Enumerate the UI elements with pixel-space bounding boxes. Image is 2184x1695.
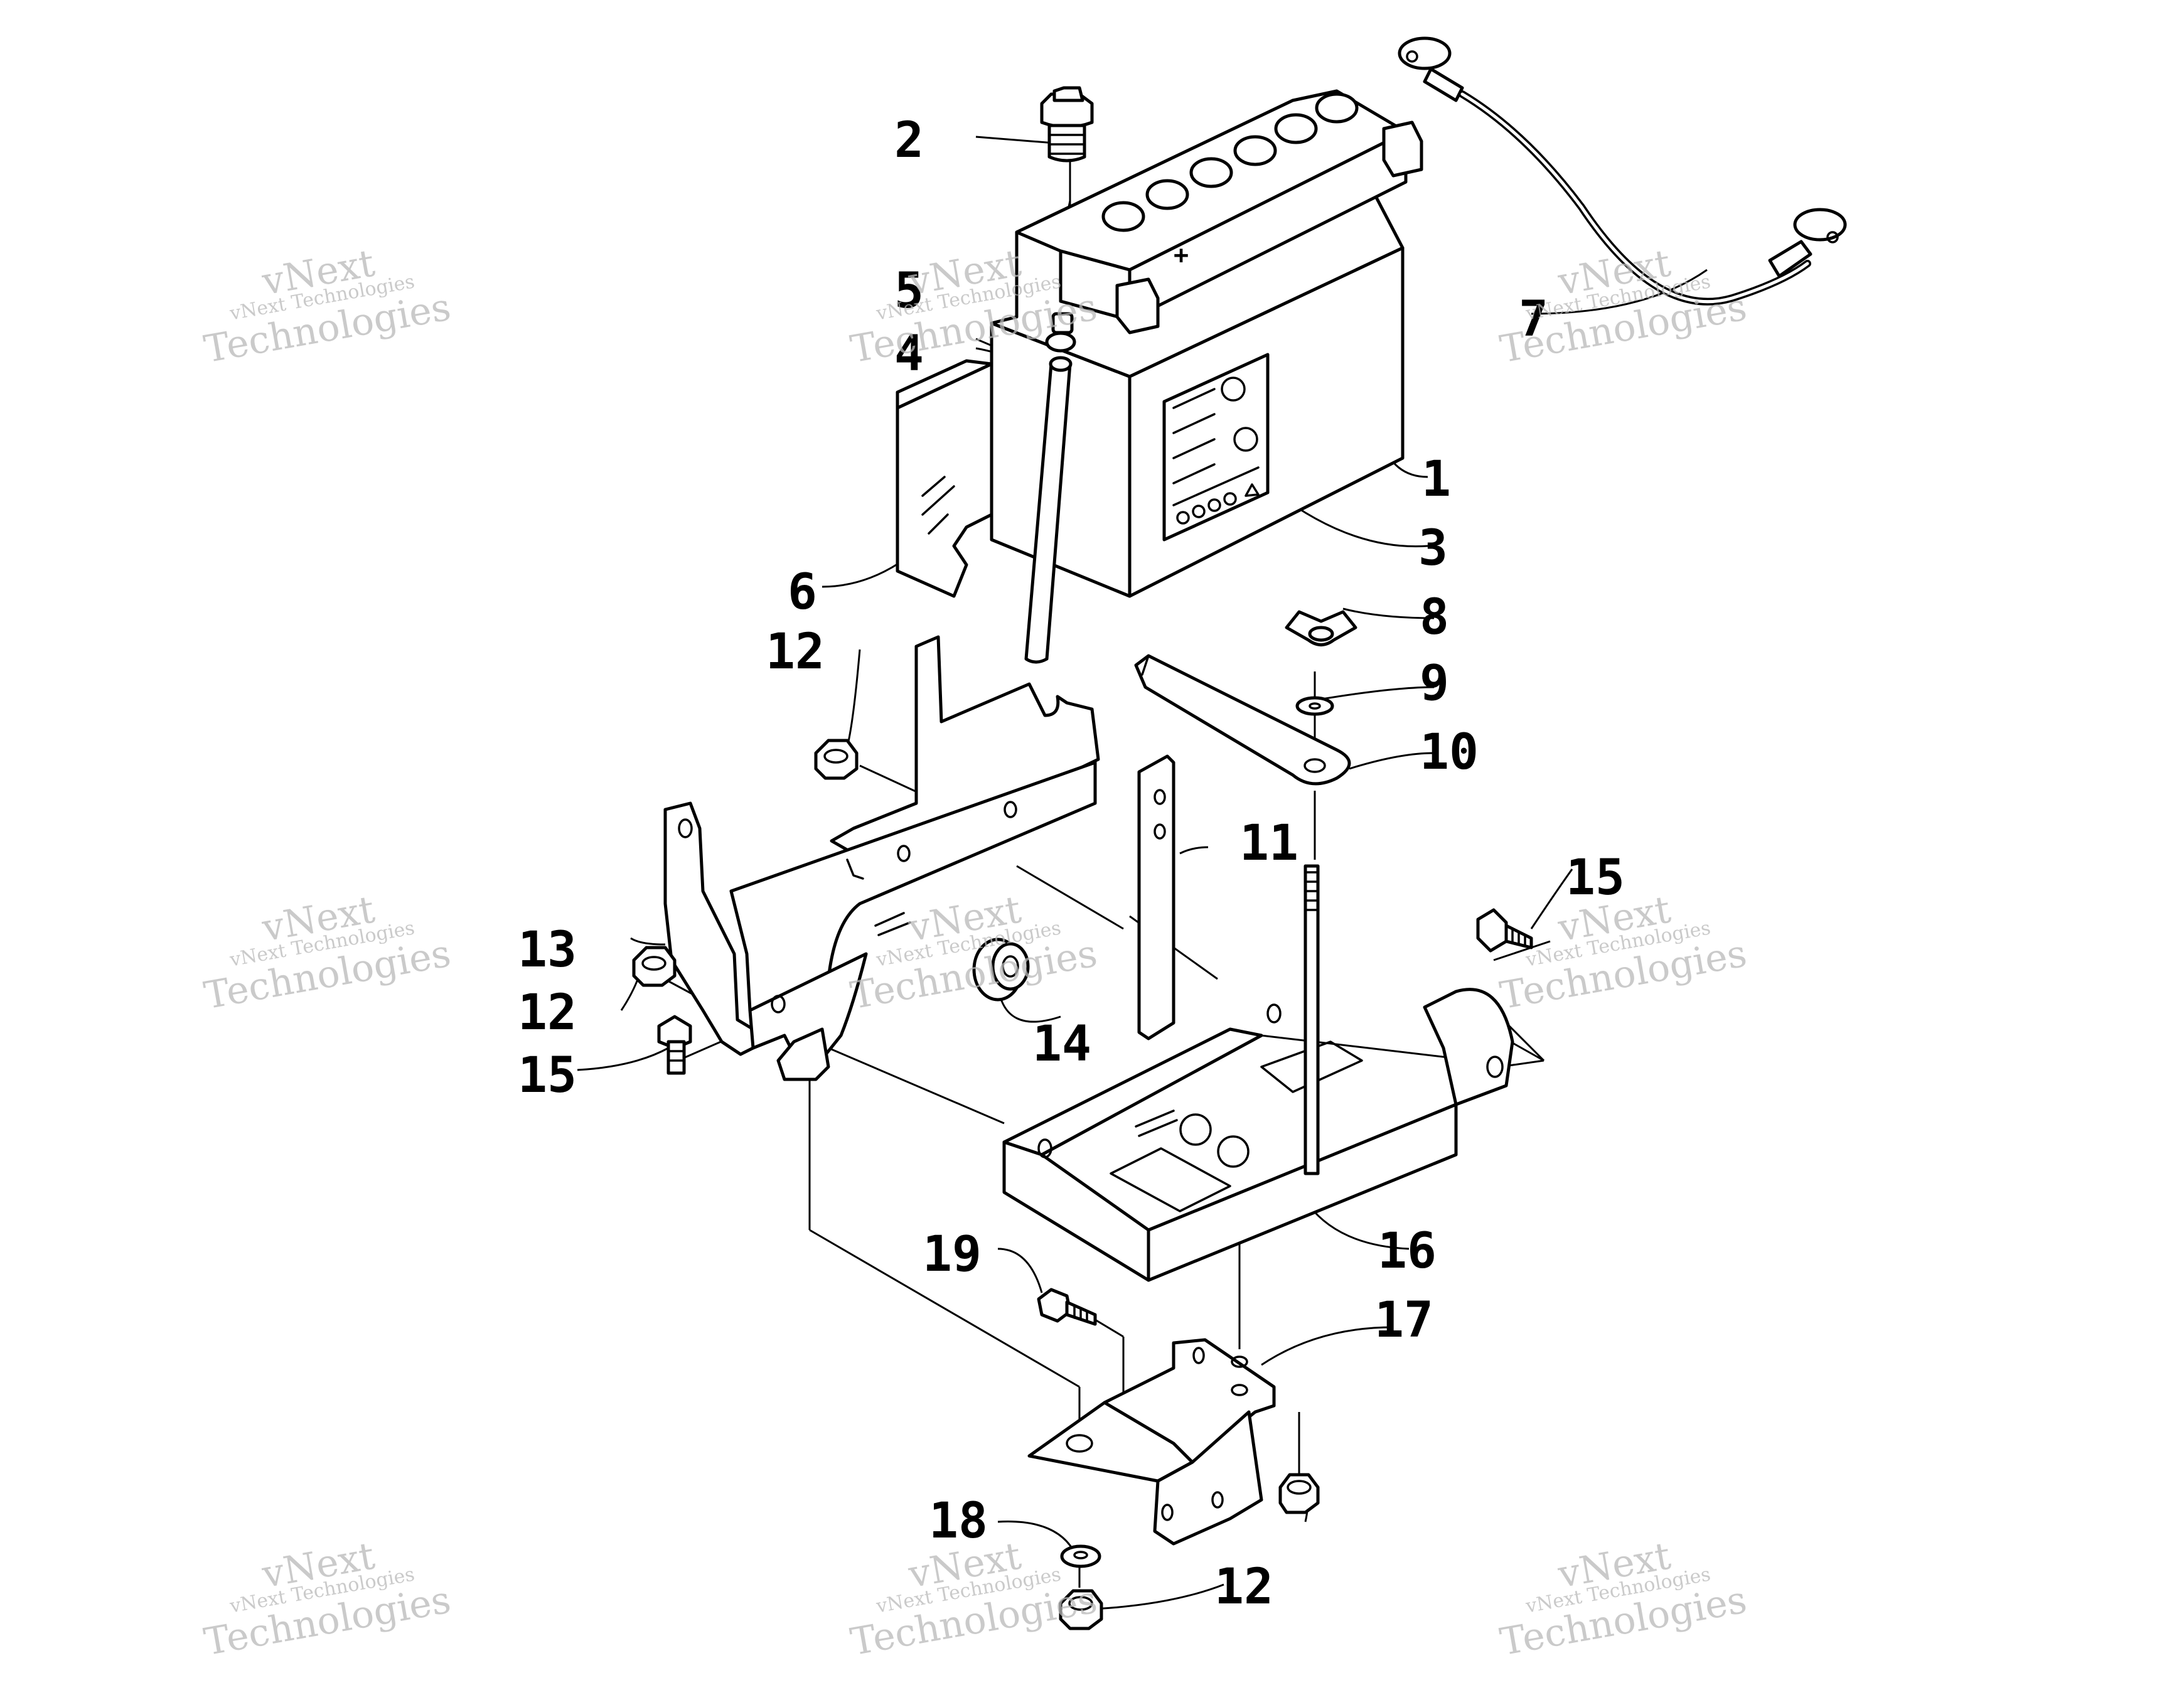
flat-washer-upper: [1295, 696, 1334, 716]
callout-4: 4: [894, 326, 924, 382]
flange-bolt-right: [1476, 908, 1533, 953]
vent-plug: [1040, 86, 1094, 163]
lower-mount-bracket: [1027, 1338, 1276, 1546]
flange-nut-left: [632, 946, 677, 987]
callout-7: 7: [1519, 291, 1548, 348]
plus-symbol: +: [1174, 241, 1189, 270]
flange-nut-bottom: [1059, 1589, 1103, 1630]
callout-2: 2: [894, 112, 924, 169]
callout-15-right: 15: [1566, 850, 1625, 906]
vent-tube: [1024, 356, 1073, 664]
battery-vent-caps: [1101, 92, 1359, 232]
callout-8: 8: [1420, 589, 1449, 646]
flat-washer-lower: [1060, 1544, 1101, 1568]
battery-tray: [1002, 864, 1514, 1282]
flange-nut-upper: [814, 739, 859, 780]
callout-1: 1: [1421, 451, 1451, 508]
callout-11: 11: [1239, 815, 1298, 872]
j-bolt: [1303, 864, 1320, 1175]
vent-fitting: [1045, 312, 1076, 353]
battery: +: [990, 89, 1423, 598]
callout-6: 6: [788, 564, 817, 621]
callout-12-upper: 12: [766, 624, 825, 680]
battery-terminal-negative: [1382, 120, 1423, 178]
callout-5: 5: [894, 263, 924, 319]
callout-17: 17: [1374, 1292, 1433, 1349]
callout-12-left: 12: [518, 985, 577, 1041]
callout-15-left: 15: [518, 1047, 577, 1104]
callout-labels: 1 2 3 4 5 6 7 8 9 10 11 12 12 12 13 14 1…: [518, 112, 1625, 1615]
callout-19: 19: [923, 1226, 982, 1283]
callout-18: 18: [929, 1493, 988, 1549]
callout-16: 16: [1378, 1223, 1437, 1280]
heat-shield: [896, 359, 993, 598]
callout-13: 13: [518, 922, 577, 978]
front-battery-bracket: [663, 635, 1100, 1081]
callout-12-bottom: 12: [1214, 1559, 1273, 1615]
callout-10: 10: [1420, 724, 1479, 781]
battery-terminal-positive: [1115, 277, 1160, 334]
battery-hold-down-strap: [1134, 654, 1351, 786]
wing-nut: [1285, 610, 1357, 646]
vertical-strap: [1137, 754, 1175, 1040]
flange-bolt-left: [657, 1015, 692, 1075]
rubber-grommet: [972, 938, 1030, 1002]
callout-9: 9: [1420, 655, 1449, 712]
battery-cable: [1398, 36, 1847, 306]
callout-3: 3: [1418, 520, 1448, 577]
callout-14: 14: [1032, 1016, 1091, 1072]
mount-bolt: [1037, 1288, 1097, 1326]
flange-nut-bottom-right: [1278, 1473, 1320, 1514]
